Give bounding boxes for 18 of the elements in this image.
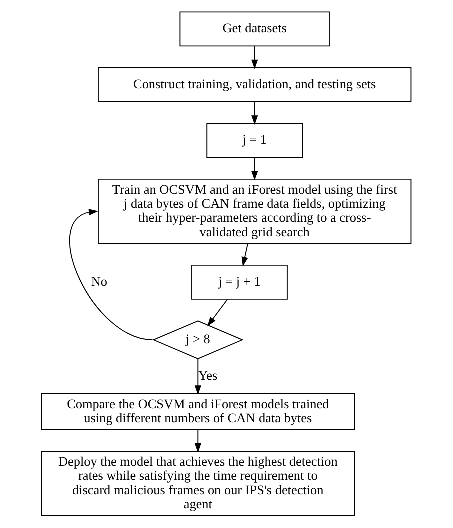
node-box: j = j + 1: [192, 264, 288, 300]
arrow: [194, 358, 202, 396]
node-box: Deploy the model that achieves the highest detection rates while satisfying the time requirement to discard malicious frames on our IPS's detection agent: [41, 451, 355, 516]
arrow: [70, 209, 154, 341]
arrow: [242, 243, 248, 267]
node-box: Train an OCSVM and an iForest model using the first j data bytes of CAN frame data fields, optimizing their hyper-parameters according to a cross-validated grid search: [98, 178, 412, 244]
arrow: [194, 430, 202, 453]
node-box: Construct training, validation, and testing sets: [98, 67, 412, 102]
node-box: Get datasets: [180, 12, 330, 47]
node-box: j = 1: [206, 123, 304, 158]
arrow: [252, 46, 258, 70]
arrow: [252, 158, 258, 181]
edge-label: Yes: [198, 368, 218, 383]
arrow: [252, 102, 258, 126]
arrow: [207, 299, 228, 327]
node-diamond: j > 8: [152, 320, 244, 360]
node-box: Compare the OCSVM and iForest models trained using different numbers of CAN data bytes: [41, 393, 355, 430]
edge-label: No: [91, 274, 108, 289]
